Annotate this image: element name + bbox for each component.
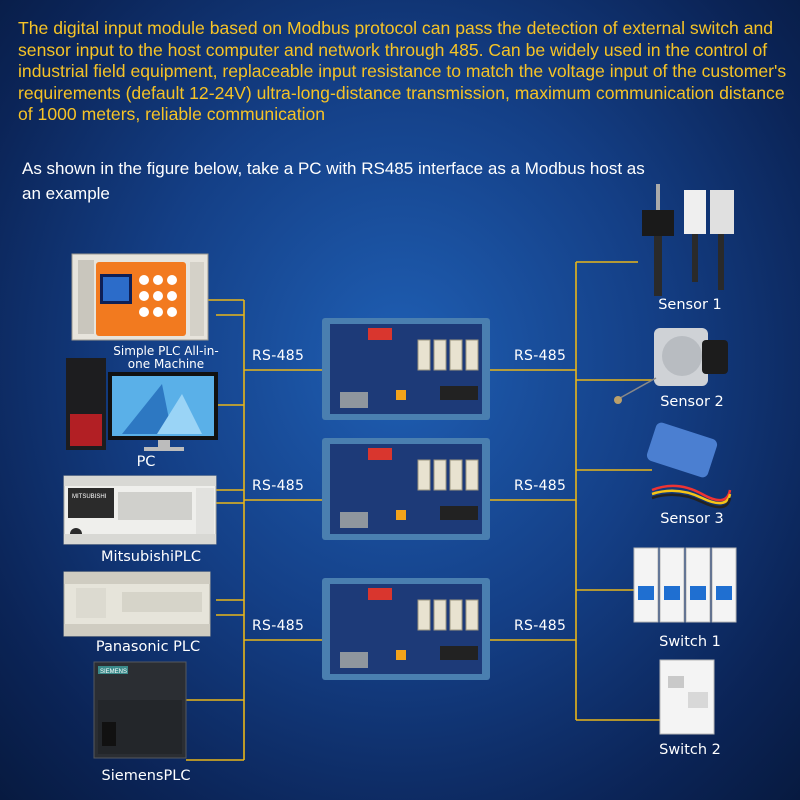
example-caption: As shown in the figure below, take a PC …: [22, 159, 645, 203]
host-label-mitsubishi: MitsubishiPLC: [101, 549, 201, 565]
simple-plc-device: [71, 253, 209, 341]
io-module-3: [322, 578, 490, 680]
siemens-plc-device: SIEMENS: [93, 661, 187, 759]
switch-1-device: [633, 547, 737, 623]
peripheral-label-sensor-2: Sensor 2: [660, 394, 724, 410]
sensor-2-device: [614, 328, 728, 404]
mitsubishi-brand-text: MITSUBISHI: [72, 494, 107, 500]
host-label-siemens: SiemensPLC: [101, 768, 191, 784]
siemens-brand-text: SIEMENS: [100, 669, 127, 675]
host-label-pc: PC: [136, 454, 156, 470]
bus-label-right-1: RS-485: [514, 348, 567, 364]
panasonic-plc-device: [63, 571, 211, 637]
bus-label-left-1: RS-485: [252, 348, 305, 364]
host-label-simple-plc: Simple PLC All-in-one Machine: [113, 344, 219, 371]
peripheral-label-sensor-1: Sensor 1: [658, 297, 722, 313]
bus-label-right-3: RS-485: [514, 618, 567, 634]
bus-label-right-2: RS-485: [514, 478, 567, 494]
mitsubishi-plc-device: MITSUBISHI: [63, 475, 217, 545]
switch-2-device: [659, 659, 715, 735]
sensor-1-device: [642, 184, 734, 296]
intro-paragraph: The digital input module based on Modbus…: [18, 18, 787, 124]
peripheral-label-switch-1: Switch 1: [659, 634, 721, 650]
sensor-3-device: [646, 422, 732, 509]
host-label-panasonic: Panasonic PLC: [95, 639, 201, 655]
pc-device: [66, 358, 218, 451]
bus-label-left-2: RS-485: [252, 478, 305, 494]
peripheral-label-sensor-3: Sensor 3: [660, 511, 724, 527]
bus-label-left-3: RS-485: [252, 618, 305, 634]
peripheral-label-switch-2: Switch 2: [659, 742, 721, 758]
io-module-1: [322, 318, 490, 420]
io-module-2: [322, 438, 490, 540]
